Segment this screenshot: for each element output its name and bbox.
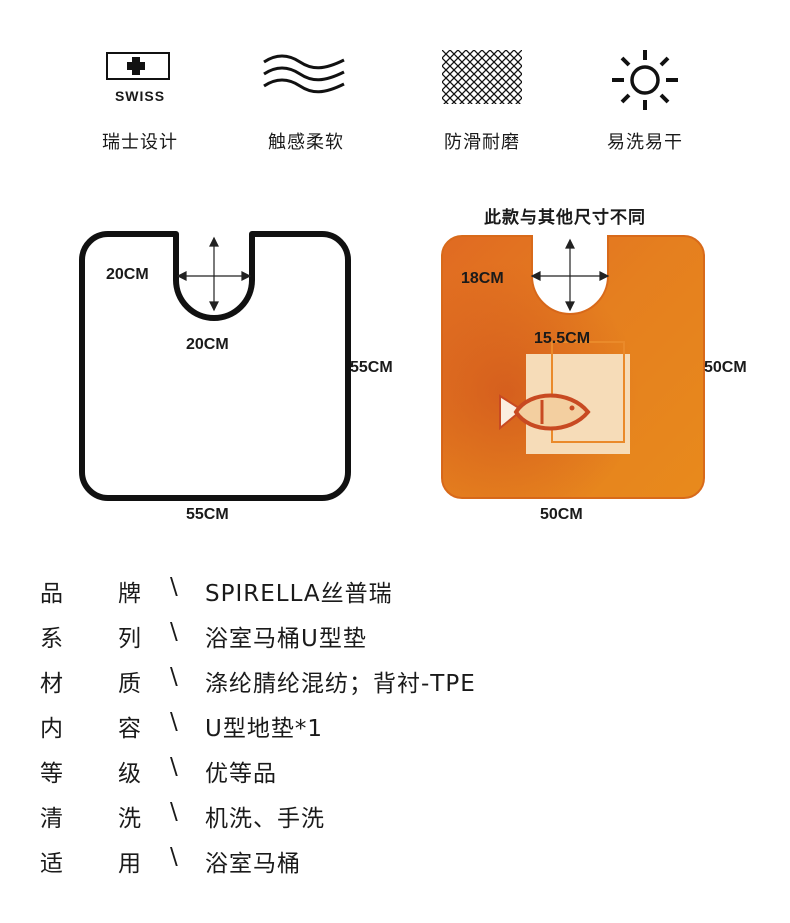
spec-separator: \ — [170, 844, 179, 870]
spec-key: 品 — [40, 581, 64, 607]
spec-value: 浴室马桶U型垫 — [205, 626, 367, 652]
spec-separator: \ — [170, 799, 179, 825]
spec-key: 适 — [40, 851, 64, 877]
spec-key: 质 — [118, 671, 142, 697]
spec-key: 清 — [40, 806, 64, 832]
left-width-dimension: 55CM — [186, 506, 229, 523]
spec-separator: \ — [170, 664, 179, 690]
spec-key: 系 — [40, 626, 64, 652]
spec-key: 牌 — [118, 581, 142, 607]
waves-icon — [263, 54, 345, 94]
spec-value: 涤纶腈纶混纺；背衬-TPE — [205, 671, 476, 697]
spec-key: 列 — [118, 626, 142, 652]
spec-key: 内 — [40, 716, 64, 742]
fish-motif — [499, 393, 591, 431]
left-cutout-side-dimension: 20CM — [106, 266, 149, 283]
right-cutout-side-dimension: 18CM — [461, 270, 504, 287]
crosshatch-icon — [442, 50, 522, 104]
spec-key: 材 — [40, 671, 64, 697]
sun-icon — [612, 50, 678, 110]
spec-value: 优等品 — [205, 761, 277, 787]
spec-separator: \ — [170, 619, 179, 645]
spec-key: 级 — [118, 761, 142, 787]
right-height-dimension: 50CM — [704, 359, 747, 376]
feature-label-antislip: 防滑耐磨 — [444, 132, 520, 153]
left-cutout-bottom-dimension: 20CM — [186, 336, 229, 353]
spec-value: 浴室马桶 — [205, 851, 301, 877]
spec-value: SPIRELLA丝普瑞 — [205, 581, 393, 607]
spec-separator: \ — [170, 754, 179, 780]
spec-key: 用 — [118, 851, 142, 877]
feature-label-swiss-design: 瑞士设计 — [102, 132, 178, 153]
feature-label-easywash: 易洗易干 — [607, 132, 683, 153]
swiss-badge-text: SWISS — [114, 88, 166, 104]
size-difference-note: 此款与其他尺寸不同 — [484, 208, 646, 228]
swiss-cross-icon — [106, 52, 170, 80]
mat-outline-diagram — [79, 231, 351, 501]
spec-separator: \ — [170, 709, 179, 735]
feature-label-soft: 触感柔软 — [268, 132, 344, 153]
spec-value: U型地垫*1 — [205, 716, 323, 742]
spec-key: 洗 — [118, 806, 142, 832]
spec-key: 容 — [118, 716, 142, 742]
right-width-dimension: 50CM — [540, 506, 583, 523]
spec-separator: \ — [170, 574, 179, 600]
left-height-dimension: 55CM — [350, 359, 393, 376]
rug-product-image — [441, 235, 705, 499]
spec-value: 机洗、手洗 — [205, 806, 325, 832]
right-cutout-bottom-dimension: 15.5CM — [534, 330, 591, 347]
spec-key: 等 — [40, 761, 64, 787]
